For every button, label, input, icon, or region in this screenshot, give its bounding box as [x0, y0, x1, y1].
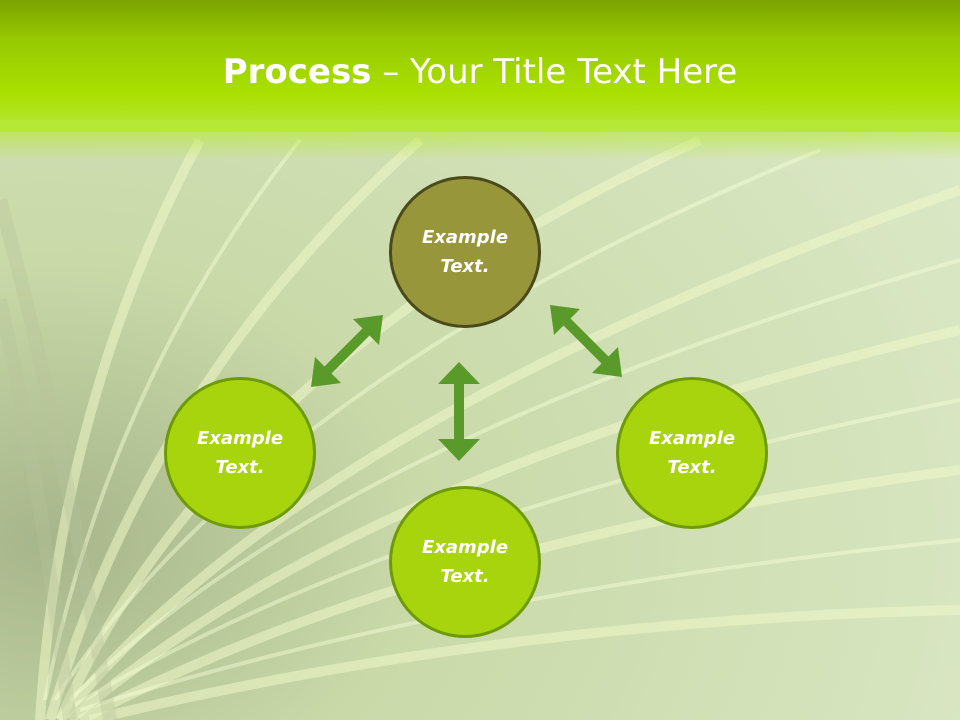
node-bottom-line2: Text. [440, 566, 490, 587]
node-bottom-line1: Example [421, 537, 509, 558]
slide-title: Process – Your Title Text Here [0, 52, 960, 92]
header-bar [0, 0, 960, 132]
node-top-line1: Example [421, 227, 509, 248]
node-left-line2: Text. [215, 457, 265, 478]
node-right-line1: Example [648, 428, 736, 449]
title-rest: – Your Title Text Here [371, 52, 738, 92]
header-fade [0, 120, 960, 160]
node-top-line2: Text. [440, 256, 490, 277]
arrow-top-left [311, 315, 383, 387]
node-right-line2: Text. [667, 457, 717, 478]
arrow-top-right [550, 305, 622, 377]
title-bold: Process [222, 52, 372, 92]
arrow-vertical [438, 362, 480, 461]
node-left-line1: Example [196, 428, 284, 449]
